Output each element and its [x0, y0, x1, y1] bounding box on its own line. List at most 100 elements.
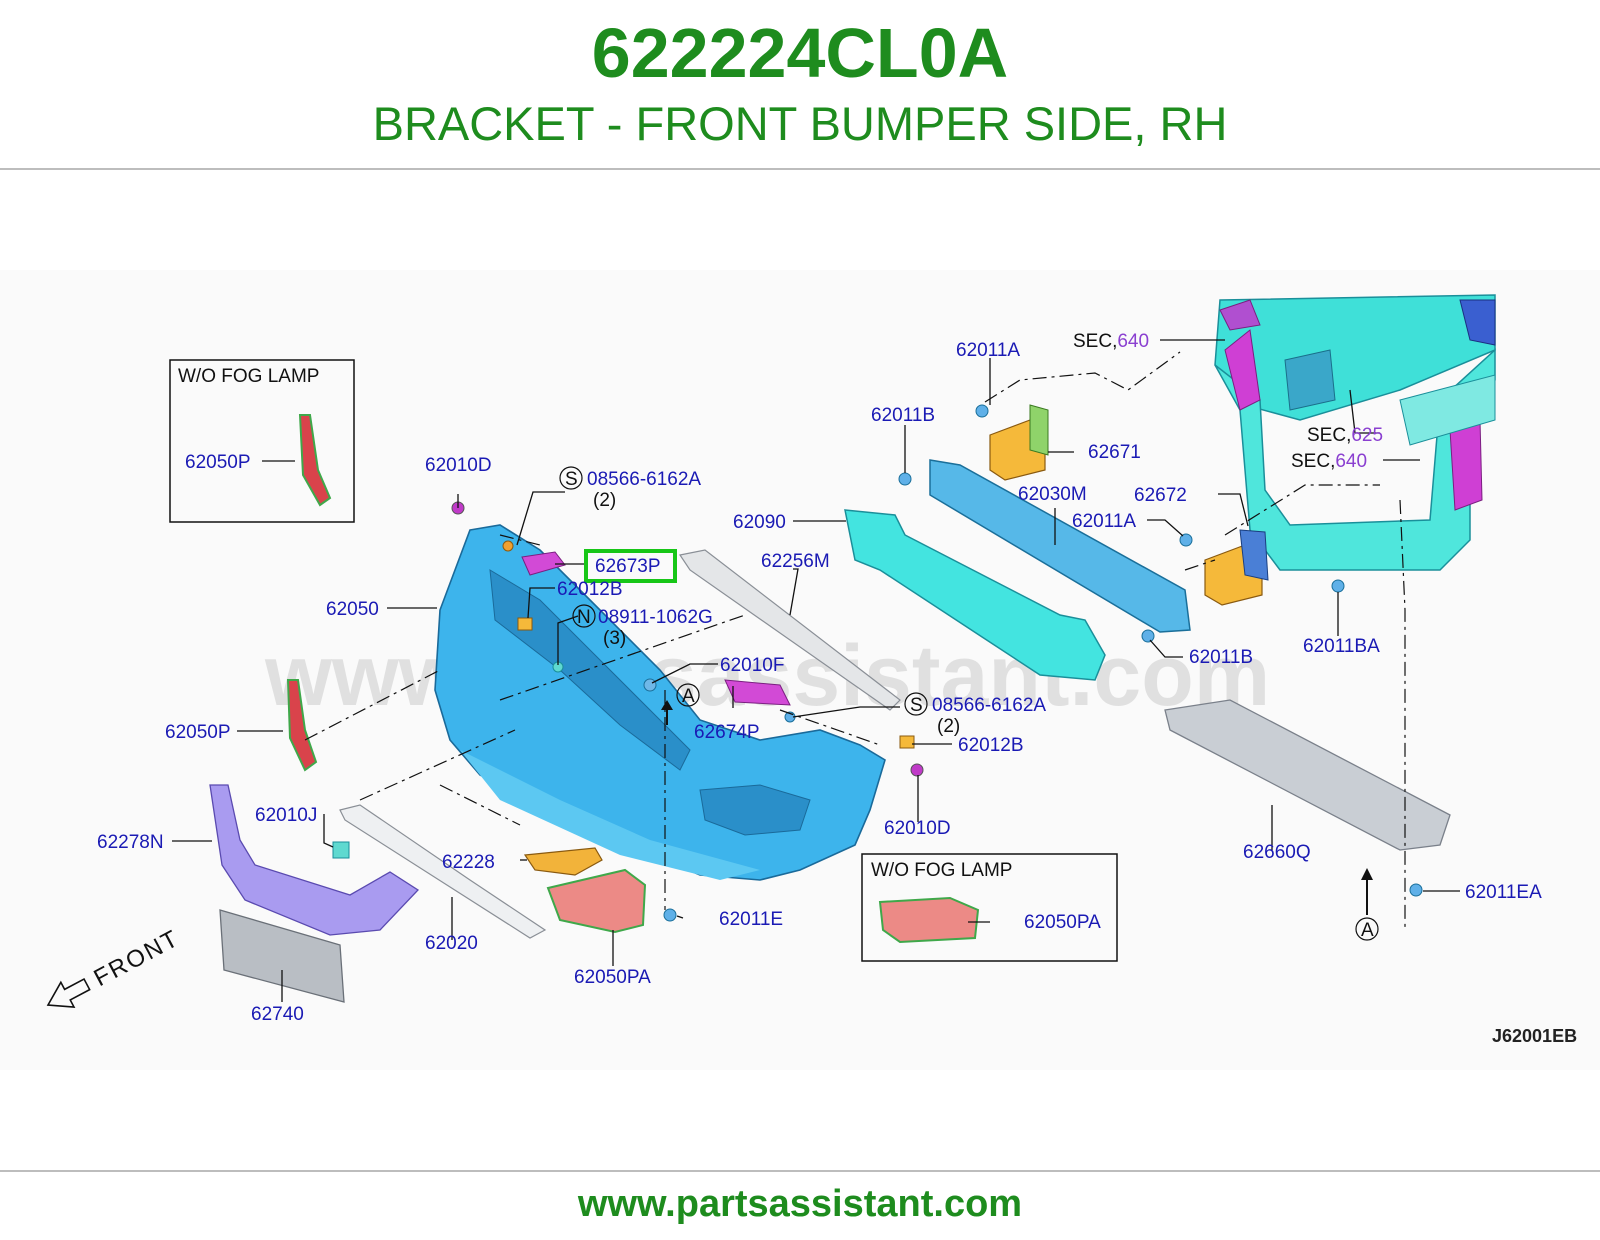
molding-62020	[339, 804, 547, 939]
callout-62278n[interactable]: 62278N	[97, 832, 164, 853]
callout-62672[interactable]: 62672	[1134, 485, 1187, 506]
symbol-a-left: A	[682, 686, 695, 707]
sec-640-bot[interactable]: SEC,640	[1291, 451, 1367, 472]
symbol-n: N	[577, 607, 591, 628]
sec-640-top[interactable]: SEC,640	[1073, 331, 1149, 352]
symbol-s-circle-bot	[904, 692, 928, 716]
callout-62030m[interactable]: 62030M	[1018, 484, 1087, 505]
callout-62011b-bot[interactable]: 62011B	[1189, 647, 1253, 668]
clip-62010d-bot	[910, 763, 924, 777]
sec-640-top-prefix: SEC,	[1073, 331, 1117, 352]
highlight-target-part	[584, 549, 677, 583]
callout-62011e[interactable]: 62011E	[719, 909, 783, 930]
leader-lines	[172, 339, 1460, 1002]
cover-62228	[523, 847, 603, 876]
fog-cover-62050p	[286, 679, 318, 772]
box-wo-fog-lamp-left	[169, 359, 355, 523]
sec-640-top-num: 640	[1117, 331, 1149, 352]
bolt-62011a-mid	[1179, 533, 1193, 547]
symbol-s-top: S	[565, 469, 578, 490]
parts-diagram-svg: www.partsassistant.com	[46, 294, 1577, 1046]
sec-640-bot-num: 640	[1335, 451, 1367, 472]
callout-62011a-mid[interactable]: 62011A	[1072, 511, 1136, 532]
sec-625[interactable]: SEC,625	[1307, 425, 1383, 446]
callout-08911-qty: (3)	[603, 628, 626, 649]
callout-62012b-top[interactable]: 62012B	[557, 579, 623, 600]
callout-62011b-top[interactable]: 62011B	[871, 405, 935, 426]
callout-62020[interactable]: 62020	[425, 933, 478, 954]
callout-08566-top-qty: (2)	[593, 490, 616, 511]
box-wo-fog-lamp-right	[861, 853, 1118, 962]
callout-62673p[interactable]: 62673P	[595, 556, 661, 577]
symbol-s-circle-top	[559, 466, 583, 490]
callout-62010d-top[interactable]: 62010D	[425, 455, 492, 476]
callout-62256m[interactable]: 62256M	[761, 551, 830, 572]
undercover-62660q	[1164, 699, 1451, 851]
reinforcement-62030m	[929, 459, 1191, 633]
callout-62671[interactable]: 62671	[1088, 442, 1141, 463]
clip-62011b-top	[898, 472, 912, 486]
part-number-title: 622224CL0A	[591, 14, 1009, 92]
box-right-title: W/O FOG LAMP	[871, 860, 1012, 881]
callout-08566-bot[interactable]: 08566-6162A	[932, 695, 1046, 716]
front-arrow-icon	[46, 977, 91, 1008]
bracket-62672	[1204, 529, 1269, 606]
fog-cover-62050pa	[546, 868, 647, 934]
callout-62050p[interactable]: 62050P	[165, 722, 231, 743]
callout-62010d-bot[interactable]: 62010D	[884, 818, 951, 839]
bumper-fascia-62050	[434, 524, 886, 881]
symbol-a-circle-right	[1355, 917, 1379, 941]
arrow-a-left-head	[661, 700, 673, 710]
sec-640-bot-prefix: SEC,	[1291, 451, 1335, 472]
part-description: BRACKET - FRONT BUMPER SIDE, RH	[372, 97, 1228, 150]
symbol-n-circle	[572, 604, 596, 628]
callout-08566-bot-qty: (2)	[937, 716, 960, 737]
callout-62011ba[interactable]: 62011BA	[1303, 636, 1380, 657]
callout-62050pa-box[interactable]: 62050PA	[1024, 912, 1101, 933]
symbol-a-circle-left	[676, 683, 700, 707]
callout-62740[interactable]: 62740	[251, 1004, 304, 1025]
clip-62012b-bot	[899, 735, 915, 749]
callout-62050p-box[interactable]: 62050P	[185, 452, 251, 473]
callout-62010f[interactable]: 62010F	[720, 655, 784, 676]
header-divider	[0, 168, 1600, 170]
absorber-62090	[844, 509, 1106, 681]
sec-625-prefix: SEC,	[1307, 425, 1351, 446]
assembly-lines	[304, 351, 1406, 930]
callout-62011a-top[interactable]: 62011A	[956, 340, 1020, 361]
parts-diagram: www.partsassistant.com	[0, 270, 1600, 1070]
callout-08566-top[interactable]: 08566-6162A	[587, 469, 701, 490]
symbol-s-bot: S	[910, 695, 923, 716]
clip-62011e	[663, 908, 677, 922]
fog-cover-62050p-box	[298, 414, 332, 507]
callout-62011ea[interactable]: 62011EA	[1465, 882, 1542, 903]
clip-62010f	[643, 678, 657, 692]
callout-62674p[interactable]: 62674P	[694, 722, 760, 743]
strip-62278n	[209, 784, 420, 936]
callout-62050[interactable]: 62050	[326, 599, 379, 620]
arrow-a-right-head	[1361, 868, 1373, 880]
sec-625-num: 625	[1351, 425, 1383, 446]
radiator-core-support	[1214, 294, 1496, 571]
plate-bracket-62740	[219, 909, 345, 1003]
callout-08911[interactable]: 08911-1062G	[598, 607, 713, 628]
callout-62012b-bot[interactable]: 62012B	[958, 735, 1024, 756]
callout-62010j[interactable]: 62010J	[255, 805, 317, 826]
footer-divider	[0, 1170, 1600, 1172]
front-label: FRONT	[90, 925, 184, 992]
callout-labels: 62050P 62010D 08566-6162A (2) 62673P 620…	[97, 331, 1542, 1025]
clip-62011ea	[1409, 883, 1423, 897]
callout-62090[interactable]: 62090	[733, 512, 786, 533]
callout-62228[interactable]: 62228	[442, 852, 495, 873]
clip-62011b-bot	[1141, 629, 1155, 643]
symbol-a-right: A	[1361, 920, 1374, 941]
watermark-text: www.partsassistant.com	[264, 628, 1270, 724]
figure-code: J62001EB	[1492, 1026, 1577, 1046]
footer-url[interactable]: www.partsassistant.com	[577, 1183, 1023, 1225]
box-left-title: W/O FOG LAMP	[178, 366, 319, 387]
callout-62050pa[interactable]: 62050PA	[574, 967, 651, 988]
clip-62011ba	[1331, 579, 1345, 593]
bracket-62671	[989, 404, 1049, 481]
callout-62660q[interactable]: 62660Q	[1243, 842, 1311, 863]
bolt-62011a-top	[975, 404, 989, 418]
